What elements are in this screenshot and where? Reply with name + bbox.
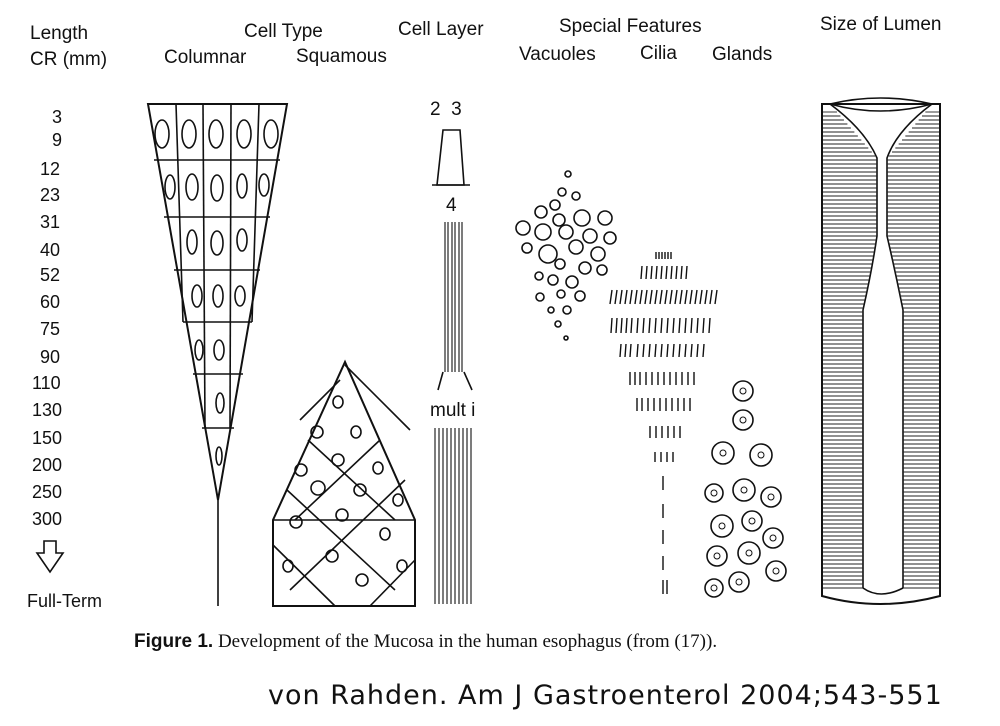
lumen-wall-hatching (823, 111, 939, 589)
length-value: 250 (32, 482, 63, 502)
header-cell-layer: Cell Layer (398, 19, 484, 40)
header-cilia: Cilia (640, 43, 677, 64)
header-length: Length (30, 23, 89, 44)
citation: von Rahden. Am J Gastroenterol 2004;543-… (268, 680, 943, 711)
full-term-label: Full-Term (27, 591, 102, 611)
header-squamous: Squamous (296, 46, 387, 67)
length-value: 200 (32, 455, 63, 475)
diagram (35, 97, 941, 607)
figure-caption-text: Development of the Mucosa in the human e… (213, 631, 718, 652)
squamous-epithelium (272, 359, 416, 607)
length-value: 130 (32, 400, 63, 420)
header-vacuoles: Vacuoles (519, 44, 596, 65)
length-value: 300 (32, 509, 63, 529)
columnar-epithelium (146, 103, 289, 606)
figure-number: Figure 1. (134, 631, 214, 652)
vacuoles-cluster (515, 170, 617, 341)
header-special-features: Special Features (559, 16, 702, 37)
length-value: 150 (32, 428, 63, 448)
length-value: 12 (40, 159, 61, 179)
length-value: 60 (40, 292, 61, 312)
figure-caption: Figure 1. Development of the Mucosa in t… (134, 631, 717, 653)
header-columnar: Columnar (164, 47, 247, 68)
cell-layer-column (432, 129, 473, 604)
cilia-pattern (609, 252, 718, 594)
length-value: 3 (52, 107, 63, 127)
header-cr-mm: CR (mm) (30, 49, 108, 70)
length-value: 31 (40, 212, 61, 232)
header-size-of-lumen: Size of Lumen (820, 14, 942, 35)
length-value: 75 (40, 319, 61, 339)
cell-layer-multi: mult i (430, 400, 476, 421)
length-value: 52 (40, 265, 61, 285)
header-cell-type: Cell Type (244, 21, 323, 42)
length-value: 9 (52, 130, 63, 150)
down-arrow-icon (35, 540, 65, 574)
header-glands: Glands (712, 44, 773, 65)
length-value: 110 (32, 373, 61, 393)
glands-cluster (704, 380, 787, 598)
length-value: 23 (40, 185, 61, 205)
length-value: 40 (40, 240, 61, 260)
length-value: 90 (40, 347, 61, 367)
cell-layer-2-3: 2 3 (430, 99, 462, 120)
cell-layer-4: 4 (446, 195, 457, 216)
